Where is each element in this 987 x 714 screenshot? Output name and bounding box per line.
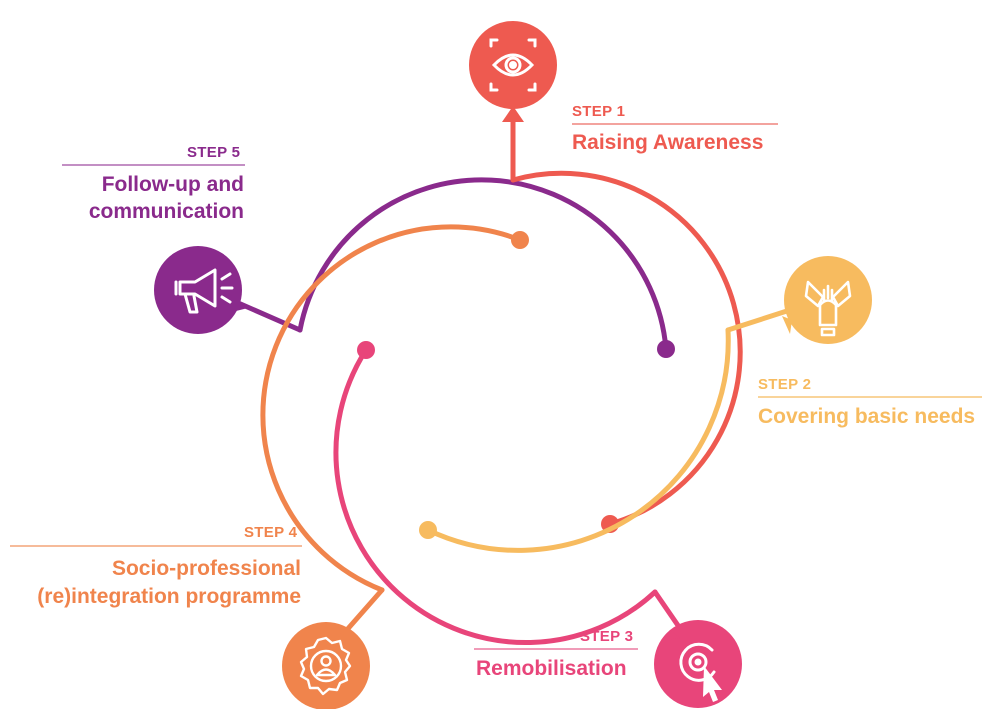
step5-connector [233, 299, 303, 333]
step5-arc [297, 177, 669, 352]
step4-label: STEP 4 [244, 524, 298, 541]
step5-badge [154, 246, 248, 334]
step2-arc [425, 327, 731, 553]
step4-title-line1: Socio-professional [111, 557, 301, 580]
step2-connector [725, 307, 793, 333]
step2-title: Covering basic needs [758, 405, 976, 428]
step4-title-line2: (re)integration programme [37, 585, 301, 608]
step5-end-dot [657, 340, 675, 358]
step1-rule [572, 123, 778, 125]
step2-label: STEP 2 [758, 376, 812, 393]
step5-label: STEP 5 [187, 144, 241, 161]
megaphone-icon [174, 268, 234, 314]
step5-rule [62, 164, 245, 166]
step1-badge [469, 21, 557, 122]
step3-badge [654, 620, 742, 708]
step4-end-dot [511, 231, 529, 249]
step5-title-line1: Follow-up and [101, 173, 244, 196]
badge-person-icon [299, 636, 352, 696]
step1-arc [510, 170, 743, 527]
step2-rule [758, 396, 982, 398]
step3-rule [474, 648, 638, 650]
step1-title: Raising Awareness [572, 131, 764, 154]
step4-arc [260, 224, 523, 593]
step3-label: STEP 3 [580, 628, 634, 645]
hands-stack-icon [804, 280, 852, 337]
step4-badge [282, 622, 370, 710]
step2-end-dot [419, 521, 437, 539]
step2-badge [782, 256, 872, 344]
target-cursor-icon [679, 642, 722, 702]
eye-icon [489, 38, 537, 92]
step3-end-dot [357, 341, 375, 359]
step5-title-line2: communication [88, 200, 244, 223]
step3-title: Remobilisation [476, 657, 627, 680]
step3-arc [333, 347, 658, 645]
step1-label: STEP 1 [572, 103, 626, 120]
step4-rule [10, 545, 302, 547]
